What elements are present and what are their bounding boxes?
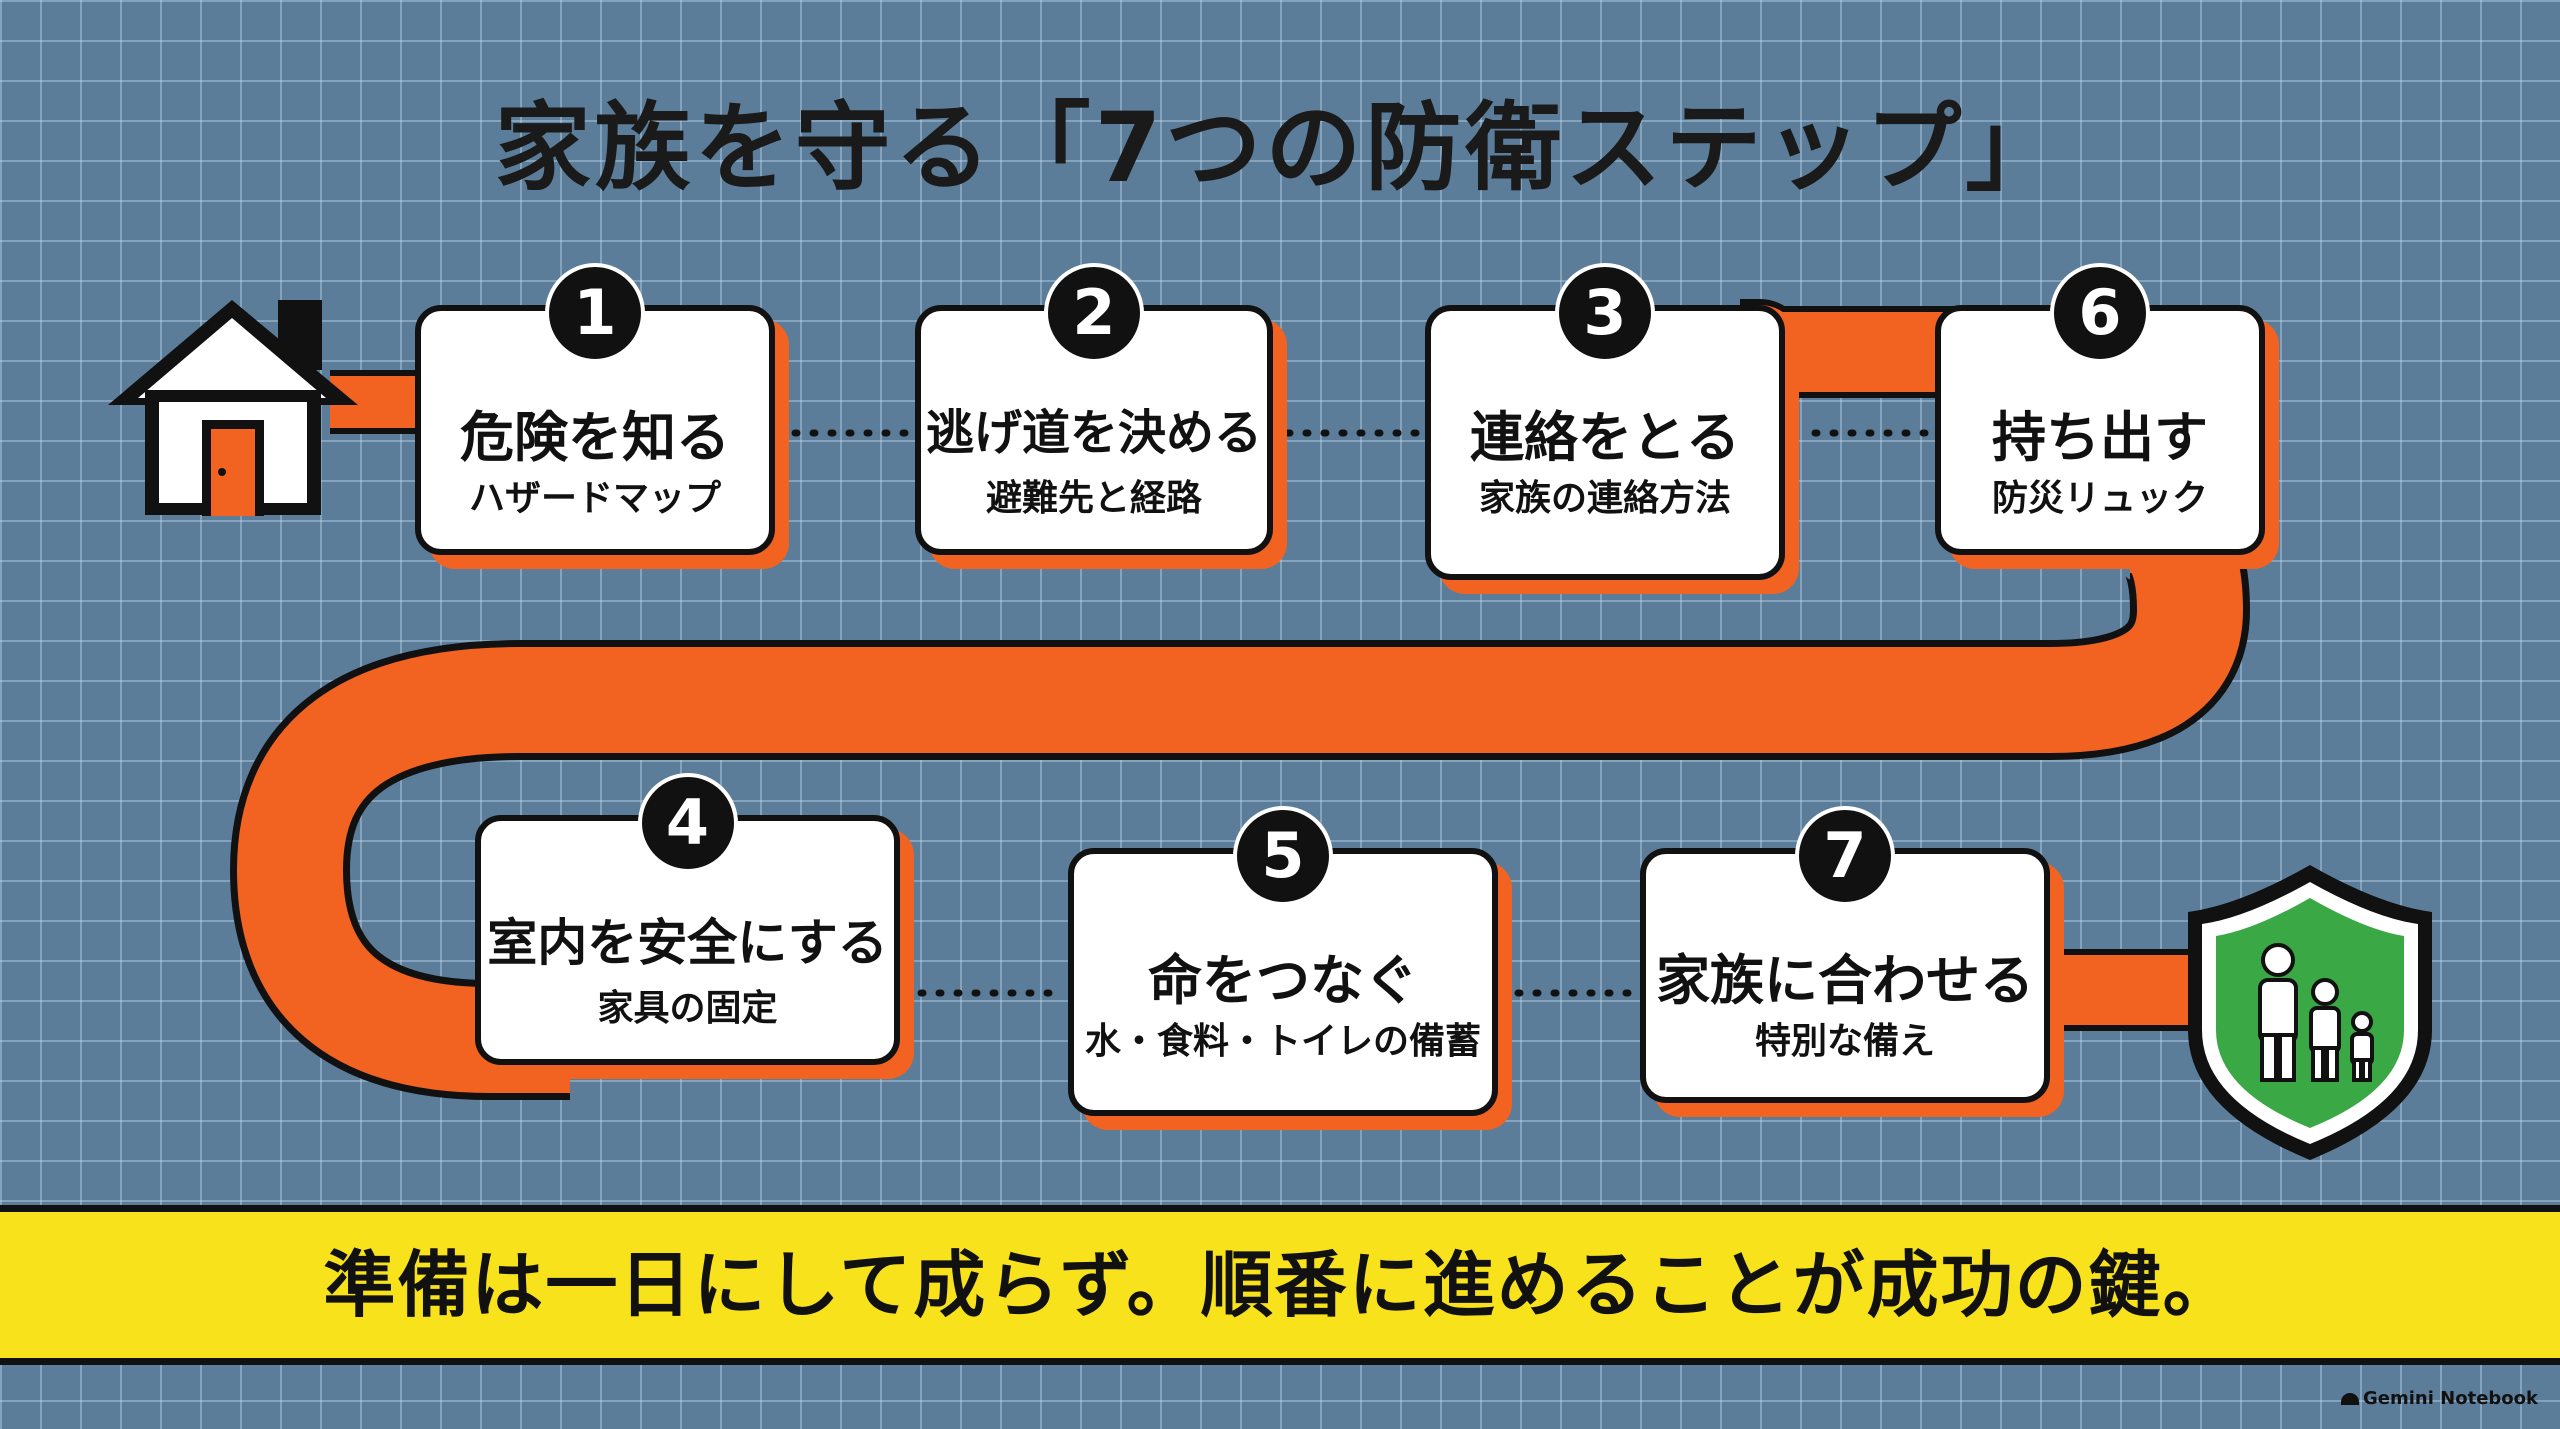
step-subtitle: 家具の固定 [597, 988, 778, 1029]
step-card-5: 5 命をつなぐ 水・食料・トイレの備蓄 [1068, 806, 1498, 1116]
house-icon [108, 300, 358, 516]
step-number-badge: 2 [1044, 263, 1144, 363]
step-subtitle: 水・食料・トイレの備蓄 [1084, 1021, 1481, 1062]
step-card-1: 1 危険を知る ハザードマップ [415, 263, 775, 555]
step-card-2: 2 逃げ道を決める 避難先と経路 [915, 263, 1273, 555]
step-subtitle: 防災リュック [1991, 478, 2208, 519]
step-subtitle: 家族の連絡方法 [1478, 478, 1731, 519]
step-number-badge: 4 [637, 773, 738, 873]
step-card-4: 4 室内を安全にする 家具の固定 [475, 773, 900, 1065]
step-title: 連絡をとる [1470, 406, 1740, 469]
watermark-text: Gemini Notebook [2363, 1388, 2538, 1409]
step-subtitle: ハザードマップ [468, 478, 721, 519]
step-subtitle: 特別な備え [1754, 1021, 1935, 1062]
gemini-logo-icon [2341, 1393, 2359, 1405]
step-number-badge: 5 [1233, 806, 1333, 906]
step-title: 逃げ道を決める [925, 405, 1262, 461]
step-card-6: 6 持ち出す 防災リュック [1935, 263, 2265, 555]
step-number-badge: 7 [1795, 806, 1895, 906]
step-number-badge: 1 [545, 263, 645, 363]
step-title: 危険を知る [460, 406, 730, 469]
page-title: 家族を守る「7つの防衛ステップ」 [494, 92, 2066, 204]
step-card-3: 3 連絡をとる 家族の連絡方法 [1425, 263, 1785, 580]
dotted-connectors [791, 429, 1936, 997]
step-title: 命をつなぐ [1148, 949, 1418, 1012]
watermark: Gemini Notebook [2341, 1388, 2538, 1409]
step-card-7: 7 家族に合わせる 特別な備え [1640, 806, 2050, 1103]
family-shield-icon [2188, 865, 2432, 1160]
step-subtitle: 避難先と経路 [985, 478, 1202, 519]
step-title: 持ち出す [1992, 406, 2208, 469]
step-number-badge: 3 [1555, 263, 1655, 363]
step-title: 室内を安全にする [487, 914, 888, 972]
step-number-badge: 6 [2050, 263, 2150, 363]
footer-banner: 準備は一日にして成らず。順番に進めることが成功の鍵。 [0, 1205, 2560, 1365]
step-title: 家族に合わせる [1656, 949, 2034, 1012]
